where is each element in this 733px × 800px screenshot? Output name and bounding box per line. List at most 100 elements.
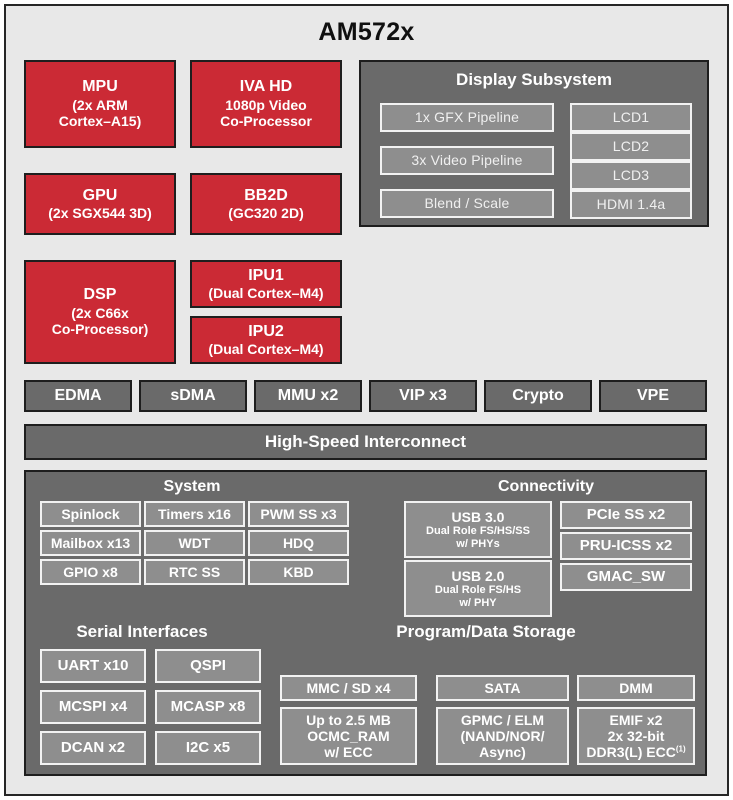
sys-wdt[interactable]: WDT: [144, 530, 245, 556]
block-gpu[interactable]: GPU (2x SGX544 3D): [24, 173, 176, 235]
ser-i2c-label: I2C x5: [185, 739, 231, 757]
stor-sata[interactable]: SATA: [436, 675, 569, 701]
stor-ocmc-ram-line-2: OCMC_RAM: [307, 727, 390, 744]
ser-uart-label: UART x10: [57, 657, 129, 675]
stor-gpmc-elm[interactable]: GPMC / ELM (NAND/NOR/ Async): [436, 707, 569, 765]
sys-rtc-ss-label: RTC SS: [168, 563, 221, 580]
page-title: AM572x: [318, 18, 415, 46]
dss-blend-scale[interactable]: Blend / Scale: [380, 189, 554, 218]
conn-usb30[interactable]: USB 3.0 Dual Role FS/HS/SS w/ PHYs: [404, 501, 552, 558]
sys-timers[interactable]: Timers x16: [144, 501, 245, 527]
block-edma[interactable]: EDMA: [24, 380, 132, 412]
dss-lcd1[interactable]: LCD1: [570, 103, 692, 132]
serial-interfaces-title: Serial Interfaces: [76, 622, 208, 641]
ser-dcan[interactable]: DCAN x2: [40, 731, 146, 765]
block-bb2d[interactable]: BB2D (GC320 2D): [190, 173, 342, 235]
block-mpu-sub-2: Cortex–A15): [58, 113, 142, 130]
stor-sata-label: SATA: [484, 679, 521, 696]
conn-usb30-sub-2: w/ PHYs: [456, 537, 500, 550]
ser-qspi[interactable]: QSPI: [155, 649, 261, 683]
ser-i2c[interactable]: I2C x5: [155, 731, 261, 765]
block-bb2d-sub-1: (GC320 2D): [228, 205, 304, 222]
ser-uart[interactable]: UART x10: [40, 649, 146, 683]
conn-usb30-sub-1: Dual Role FS/HS/SS: [426, 524, 530, 537]
dss-hdmi-label: HDMI 1.4a: [596, 196, 666, 213]
dss-gfx-pipeline[interactable]: 1x GFX Pipeline: [380, 103, 554, 132]
block-iva-hd-title: IVA HD: [239, 78, 293, 96]
conn-usb20-sub-2: w/ PHY: [459, 596, 497, 609]
sys-gpio[interactable]: GPIO x8: [40, 559, 141, 585]
ser-mcasp[interactable]: MCASP x8: [155, 690, 261, 724]
conn-usb20[interactable]: USB 2.0 Dual Role FS/HS w/ PHY: [404, 560, 552, 617]
sys-hdq[interactable]: HDQ: [248, 530, 349, 556]
stor-emif-line-3-text: DDR3(L) ECC: [586, 744, 676, 761]
dss-lcd2-label: LCD2: [612, 138, 650, 155]
sys-spinlock-label: Spinlock: [61, 505, 120, 522]
stor-emif-line-3: DDR3(L) ECC(1): [586, 744, 685, 760]
conn-pru-icss[interactable]: PRU-ICSS x2: [560, 532, 692, 560]
dss-video-pipeline[interactable]: 3x Video Pipeline: [380, 146, 554, 175]
sys-spinlock[interactable]: Spinlock: [40, 501, 141, 527]
block-vip[interactable]: VIP x3: [369, 380, 477, 412]
block-mpu[interactable]: MPU (2x ARM Cortex–A15): [24, 60, 176, 148]
stor-mmc-sd-label: MMC / SD x4: [306, 679, 391, 696]
dss-gfx-pipeline-label: 1x GFX Pipeline: [414, 109, 520, 126]
block-sdma[interactable]: sDMA: [139, 380, 247, 412]
block-sdma-label: sDMA: [170, 386, 216, 404]
stor-gpmc-elm-line-1: GPMC / ELM: [460, 711, 545, 728]
display-subsystem-title: Display Subsystem: [456, 70, 612, 89]
dss-lcd3[interactable]: LCD3: [570, 161, 692, 190]
block-edma-label: EDMA: [54, 386, 102, 404]
ser-dcan-label: DCAN x2: [60, 739, 126, 757]
system-section-title: System: [163, 478, 221, 495]
block-ipu1[interactable]: IPU1 (Dual Cortex–M4): [190, 260, 342, 308]
conn-usb20-sub-1: Dual Role FS/HS: [434, 583, 522, 596]
block-dsp[interactable]: DSP (2x C66x Co-Processor): [24, 260, 176, 364]
block-ipu1-title: IPU1: [248, 266, 284, 284]
dss-hdmi[interactable]: HDMI 1.4a: [570, 190, 692, 219]
stor-dmm[interactable]: DMM: [577, 675, 695, 701]
ser-mcspi[interactable]: MCSPI x4: [40, 690, 146, 724]
sys-kbd[interactable]: KBD: [248, 559, 349, 585]
stor-emif-footnote-marker: (1): [675, 744, 686, 754]
stor-gpmc-elm-line-3: Async): [479, 744, 526, 761]
block-gpu-title: GPU: [82, 186, 118, 204]
conn-pru-icss-label: PRU-ICSS x2: [579, 537, 673, 555]
conn-pcie-ss-label: PCIe SS x2: [586, 506, 666, 524]
stor-ocmc-ram[interactable]: Up to 2.5 MB OCMC_RAM w/ ECC: [280, 707, 417, 765]
block-ipu2[interactable]: IPU2 (Dual Cortex–M4): [190, 316, 342, 364]
block-ipu1-sub-1: (Dual Cortex–M4): [208, 285, 324, 302]
conn-gmac-sw-label: GMAC_SW: [586, 568, 666, 586]
block-iva-hd[interactable]: IVA HD 1080p Video Co-Processor: [190, 60, 342, 148]
block-mmu[interactable]: MMU x2: [254, 380, 362, 412]
block-dsp-title: DSP: [83, 286, 117, 304]
stor-dmm-label: DMM: [619, 679, 653, 696]
sys-hdq-label: HDQ: [282, 534, 315, 551]
conn-pcie-ss[interactable]: PCIe SS x2: [560, 501, 692, 529]
block-bb2d-title: BB2D: [244, 186, 288, 204]
panel-display-subsystem: Display Subsystem 1x GFX Pipeline 3x Vid…: [359, 60, 709, 227]
conn-gmac-sw[interactable]: GMAC_SW: [560, 563, 692, 591]
sys-pwm-ss[interactable]: PWM SS x3: [248, 501, 349, 527]
stor-mmc-sd[interactable]: MMC / SD x4: [280, 675, 417, 701]
storage-title: Program/Data Storage: [396, 622, 576, 641]
dss-blend-scale-label: Blend / Scale: [424, 195, 510, 212]
sys-kbd-label: KBD: [283, 563, 314, 580]
stor-ocmc-ram-line-3: w/ ECC: [324, 744, 373, 761]
block-high-speed-interconnect[interactable]: High-Speed Interconnect: [24, 424, 707, 460]
block-crypto[interactable]: Crypto: [484, 380, 592, 412]
high-speed-interconnect-label: High-Speed Interconnect: [264, 432, 467, 452]
dss-lcd3-label: LCD3: [612, 167, 650, 184]
block-vpe[interactable]: VPE: [599, 380, 707, 412]
stor-emif-line-1: EMIF x2: [609, 711, 663, 728]
block-crypto-label: Crypto: [512, 386, 564, 404]
sys-rtc-ss[interactable]: RTC SS: [144, 559, 245, 585]
sys-wdt-label: WDT: [178, 534, 211, 551]
dss-lcd1-label: LCD1: [612, 109, 650, 126]
sys-mailbox[interactable]: Mailbox x13: [40, 530, 141, 556]
dss-lcd2[interactable]: LCD2: [570, 132, 692, 161]
stor-emif[interactable]: EMIF x2 2x 32-bit DDR3(L) ECC(1): [577, 707, 695, 765]
ser-mcasp-label: MCASP x8: [170, 698, 246, 716]
block-iva-hd-sub-1: 1080p Video: [225, 97, 307, 114]
